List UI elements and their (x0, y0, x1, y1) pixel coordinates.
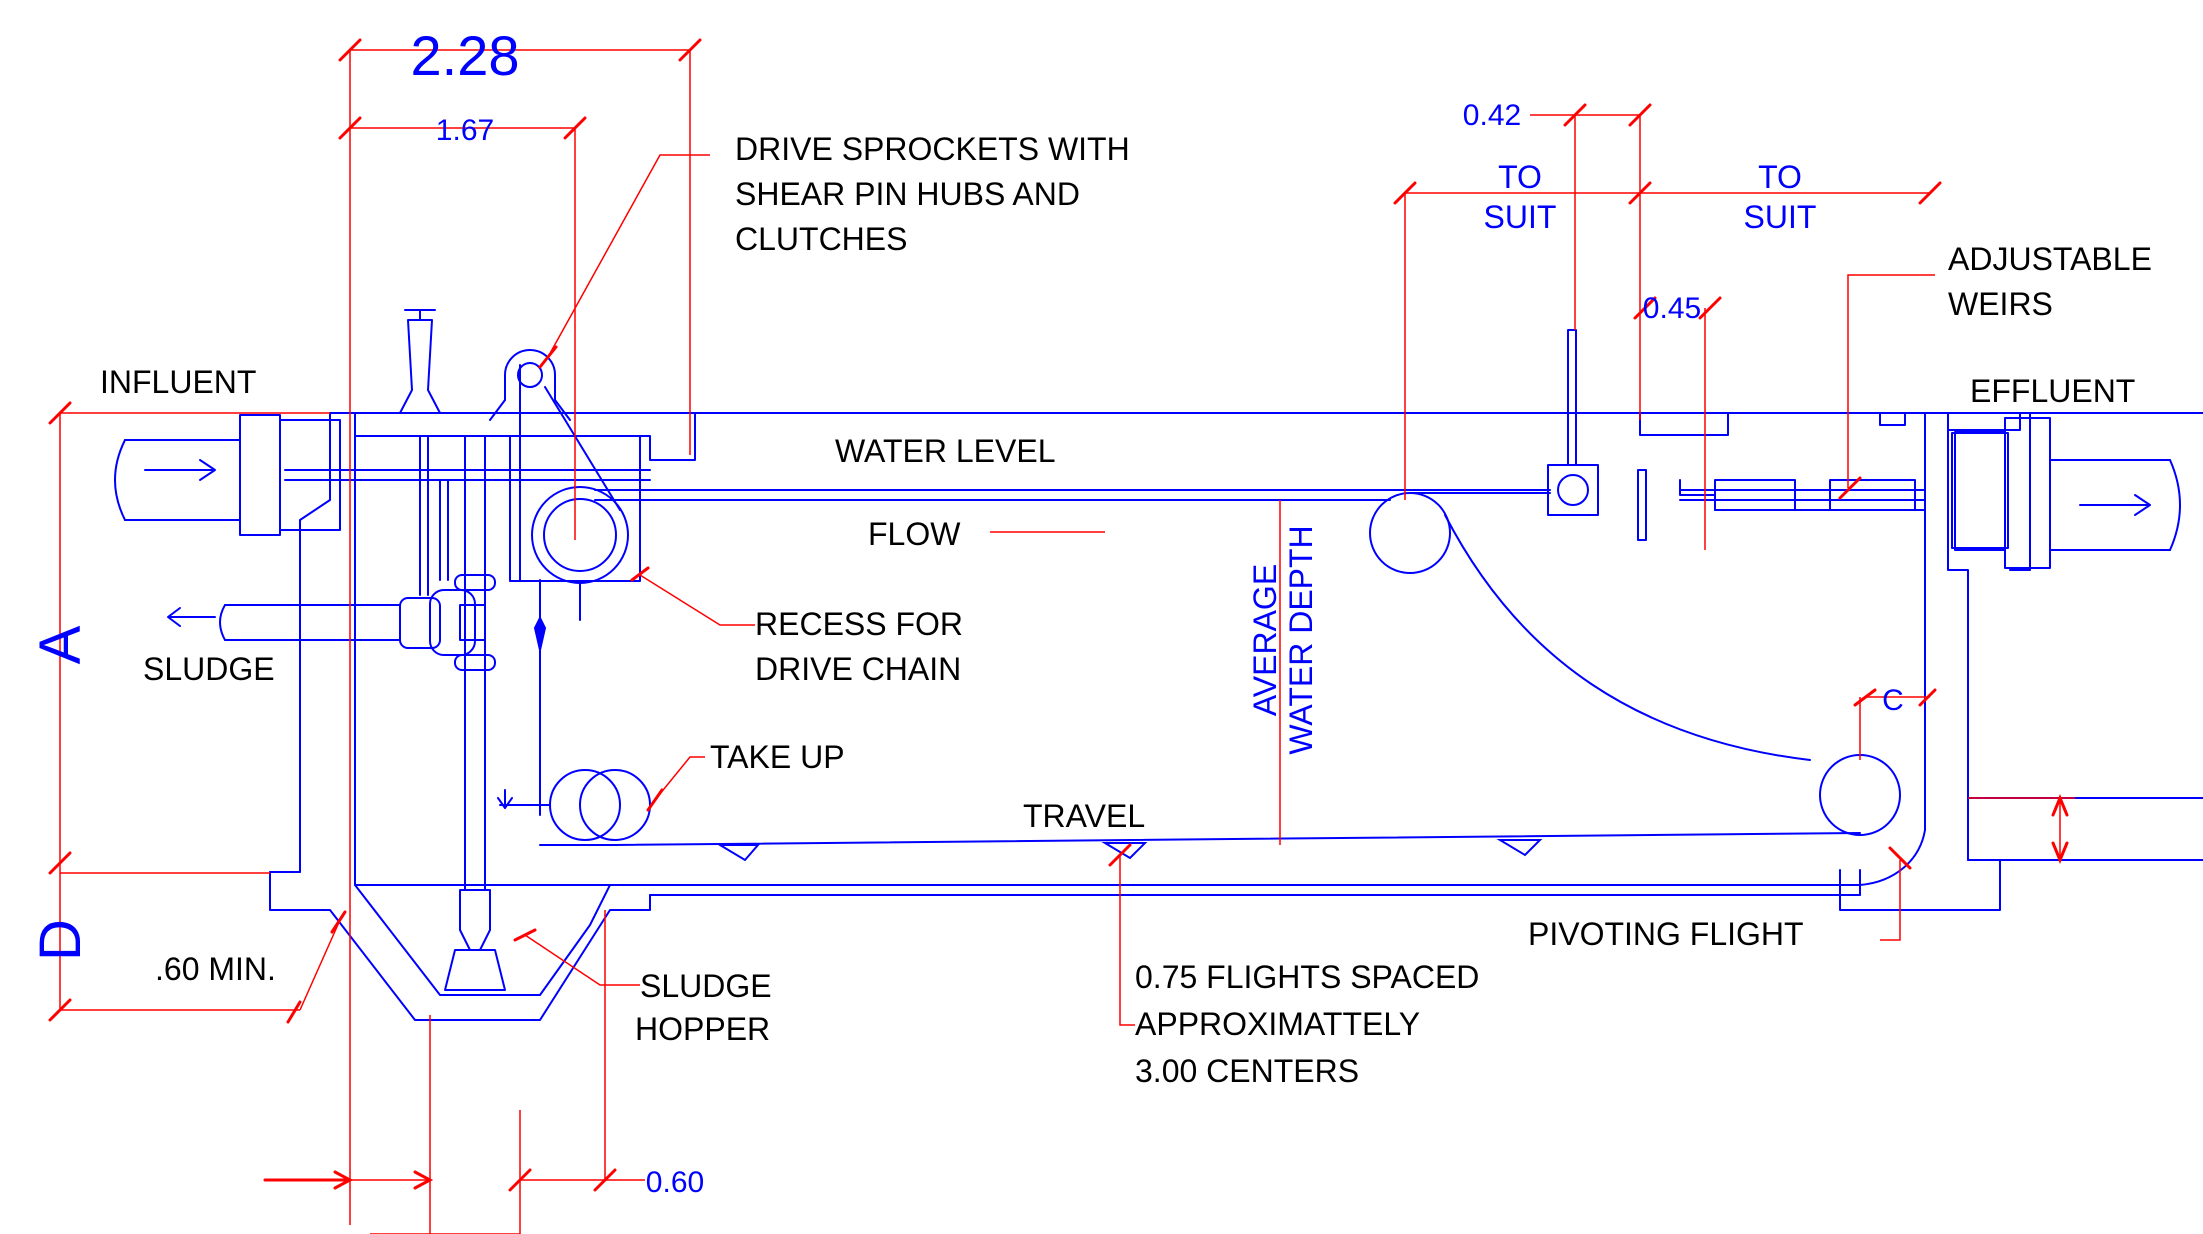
influent-pipe (114, 414, 651, 536)
callout-labels: DRIVE SPROCKETS WITH SHEAR PIN HUBS AND … (100, 131, 2152, 1089)
to-suit-right-label-2: SUIT (1744, 199, 1817, 235)
collector-chain (614, 492, 1901, 862)
weirs-label: ADJUSTABLE (1948, 241, 2152, 277)
water-level-label: WATER LEVEL (835, 433, 1056, 469)
sludge-arrow-icon (167, 607, 216, 627)
effluent-label: EFFLUENT (1970, 373, 2135, 409)
drive-label-2: SHEAR PIN HUBS AND (735, 176, 1080, 212)
influent-label: INFLUENT (100, 364, 256, 400)
hopper-label: SLUDGE (640, 968, 772, 1004)
flights-label: 0.75 FLIGHTS SPACED (1135, 959, 1479, 995)
sludge-label: SLUDGE (143, 651, 275, 687)
travel-label: TRAVEL (1023, 798, 1145, 834)
take-up (497, 769, 651, 846)
sludge-pipe (167, 309, 486, 656)
flight (716, 844, 761, 862)
pivoting-flight-label: PIVOTING FLIGHT (1528, 916, 1804, 952)
depth-a-label: A (28, 625, 93, 664)
drive-label: DRIVE SPROCKETS WITH (735, 131, 1130, 167)
to-suit-left-label-2: SUIT (1484, 199, 1557, 235)
min-depth-label: .60 MIN. (155, 951, 276, 987)
average-depth-label: AVERAGE (1247, 564, 1283, 716)
effluent-pipe (1954, 417, 2181, 569)
flow-label: FLOW (868, 516, 961, 552)
sprocket-offset-label: 1.67 (436, 114, 494, 147)
flight (1496, 839, 1543, 857)
to-suit-right-label: TO (1758, 159, 1802, 195)
take-up-label: TAKE UP (710, 739, 845, 775)
depth-d-label: D (28, 919, 93, 961)
overall-width-label: 2.28 (411, 24, 520, 87)
effluent-arrow-icon (2079, 494, 2151, 516)
hopper-label-2: HOPPER (635, 1011, 770, 1047)
to-suit-left-label: TO (1498, 159, 1542, 195)
dimension-lines (48, 38, 2075, 1234)
weirs-label-2: WEIRS (1948, 286, 2053, 322)
scum-equipment (1547, 329, 1926, 541)
drive-label-3: CLUTCHES (735, 221, 907, 257)
sludge-drawoff (444, 435, 506, 991)
recess-label-2: DRIVE CHAIN (755, 651, 961, 687)
weir-gap-top-label: 0.42 (1463, 99, 1521, 132)
flights-label-3: 3.00 CENTERS (1135, 1053, 1359, 1089)
recess-label: RECESS FOR (755, 606, 963, 642)
influent-arrow-icon (144, 459, 216, 481)
hopper-bottom-label: 0.60 (646, 1166, 704, 1199)
flights-label-2: APPROXIMATTELY (1135, 1006, 1420, 1042)
dimension-labels: 2.28 1.67 0.42 TO SUIT TO SUIT 0.45 A D … (28, 24, 1904, 1199)
drive-assembly (489, 349, 1551, 816)
weir-gap-mid-label: 0.45 (1643, 292, 1701, 325)
clearance-c-label: C (1882, 684, 1904, 717)
average-depth-label-2: WATER DEPTH (1283, 525, 1319, 754)
